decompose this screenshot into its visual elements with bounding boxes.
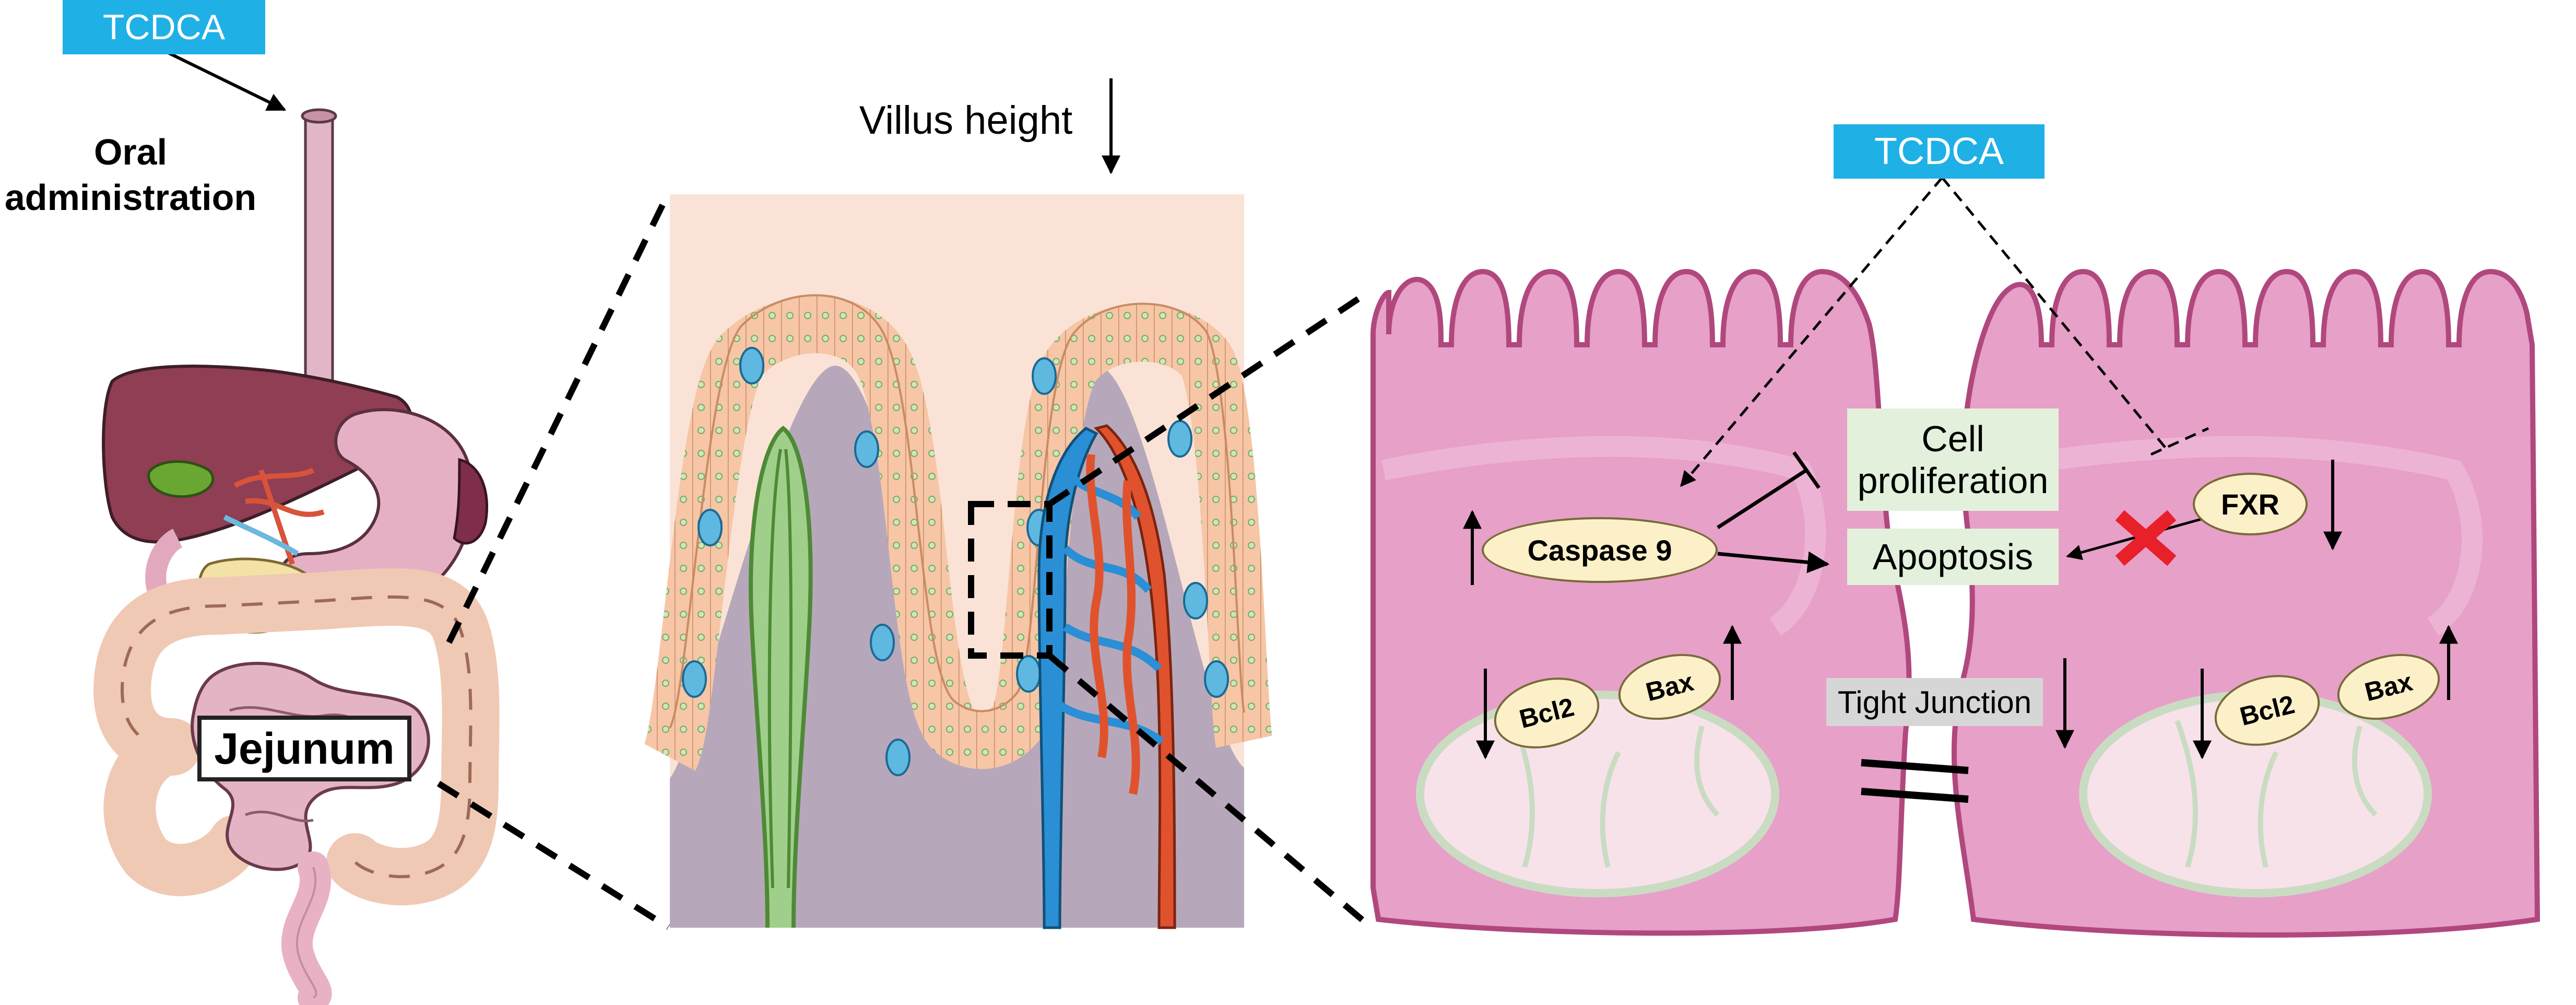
fxr-oval: FXR [2193,473,2308,535]
apoptosis-box: Apoptosis [1847,529,2059,585]
caspase-to-apoptosis-arrow [1717,551,1830,574]
villus-panel [643,194,1273,929]
tight-junction-bars [1861,759,1969,803]
zoom-selection-box [968,501,1053,659]
zoom-lines-right [1047,290,1370,927]
blocked-x-icon [2115,510,2177,566]
spleen [453,458,489,545]
jejunum-label: Jejunum [197,716,411,781]
tcdca-dashed-connectors [1680,177,2209,487]
rectum [281,851,332,1005]
gallbladder [147,460,215,498]
zoom-lines-left [436,192,671,930]
blood-vessels [233,468,325,565]
villus-height-label: Villus height [859,98,1073,143]
villus-epithelium-left [643,296,1273,771]
tcdca-label-left: TCDCA [63,0,265,54]
tcdca-to-mouth-arrow [166,51,287,111]
change-indicator-arrows [1463,460,2458,759]
tcdca-label-right: TCDCA [1834,124,2045,179]
lamina-propria [670,366,1244,928]
mitochondrion-left [1416,691,1779,897]
tight-junction-box: Tight Junction [1826,678,2043,726]
capillary-artery [1094,424,1176,929]
enterocyte-left [1370,268,1912,936]
enterocyte-right [1951,268,2540,938]
capillary-vein [1037,427,1098,929]
lacteal [749,425,813,928]
caspase9-oval: Caspase 9 [1482,517,1718,583]
esophagus-tube [304,113,334,399]
caspase-inhibits-proliferation [1717,451,1821,529]
tube-opening [301,108,337,124]
goblet-cells [682,347,1229,776]
cell-proliferation-box: Cell proliferation [1847,408,2059,511]
digestive-system-illustration [93,108,500,1005]
oral-administration-label: Oral administration [4,131,257,218]
capillary-mesh [1057,454,1164,795]
